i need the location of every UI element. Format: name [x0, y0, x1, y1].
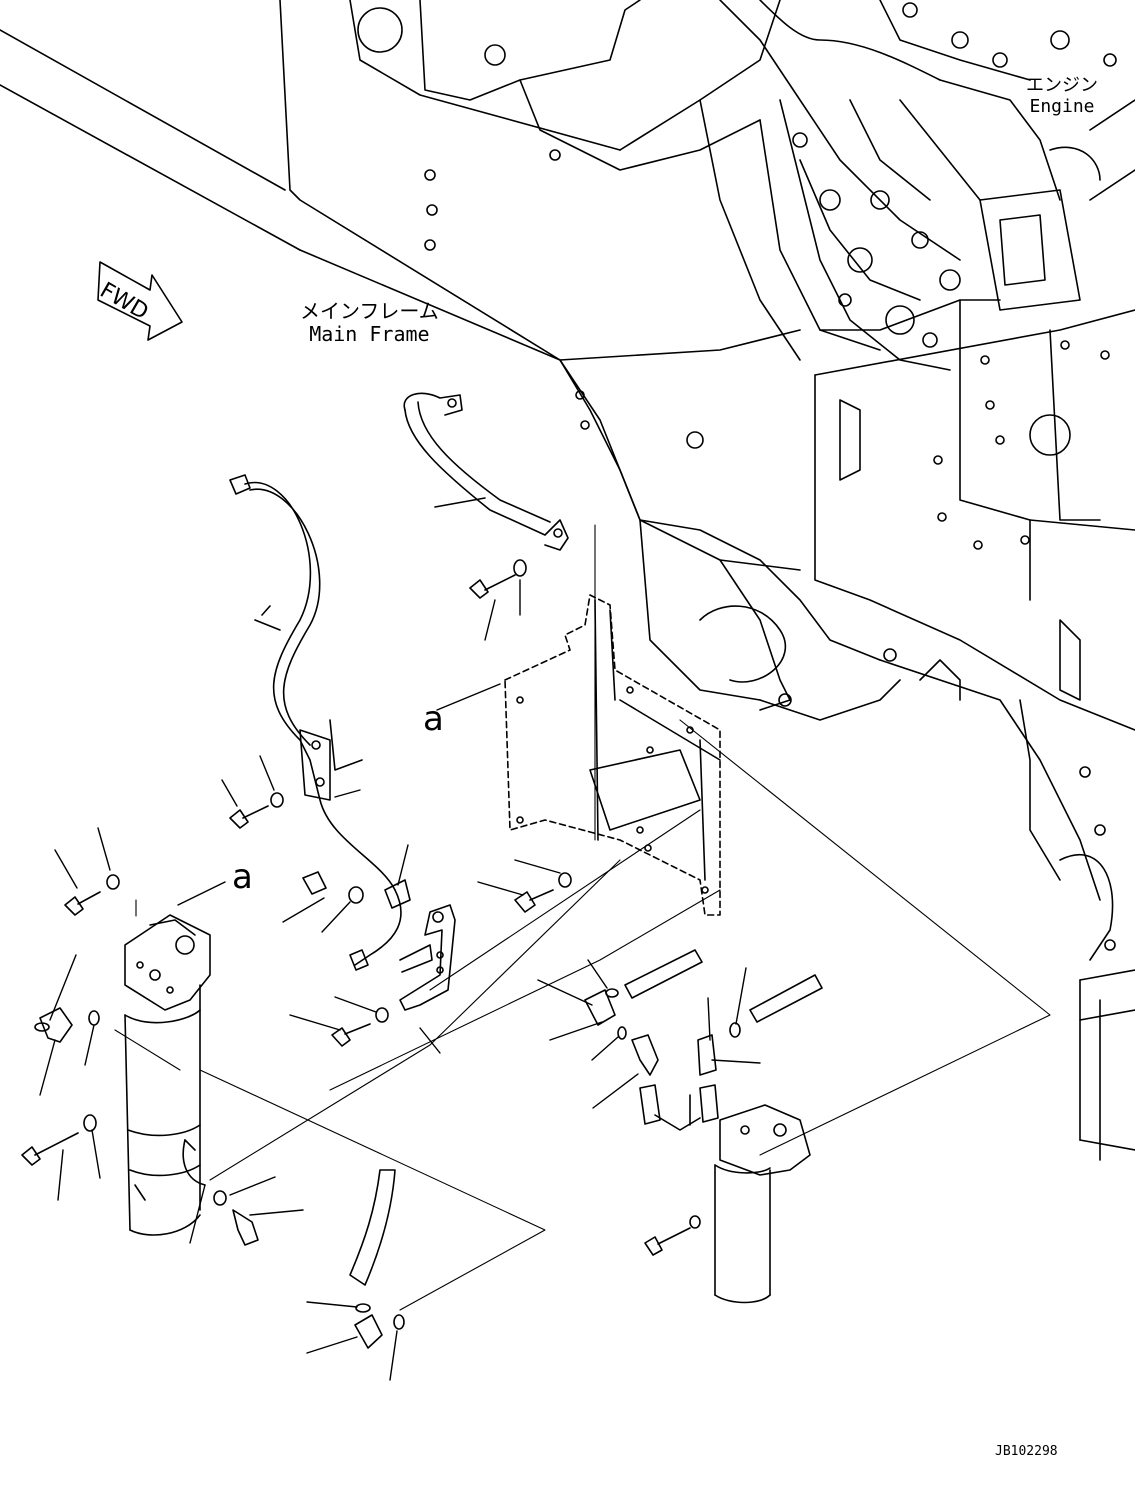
view-a-label-1: a: [423, 699, 444, 739]
drawing-code: JB102298: [995, 1444, 1058, 1459]
engine-label-jp: エンジン: [1026, 75, 1098, 96]
engine-label: エンジン Engine: [1026, 75, 1098, 117]
clamp-bracket: [399, 904, 456, 1011]
frame-holes: [357, 7, 1116, 951]
leader-lines: [39, 579, 761, 1381]
main-frame-outline: [0, 0, 1135, 1161]
wiring-harness: [229, 474, 411, 971]
main-frame-label-en: Main Frame: [309, 322, 430, 346]
right-filter-assembly: [639, 1084, 811, 1304]
view-a-label-2: a: [232, 857, 253, 897]
main-frame-label: メインフレーム Main Frame: [300, 300, 439, 346]
engine-label-en: Engine: [1029, 95, 1095, 117]
fwd-arrow: [97, 261, 183, 341]
left-filter-assembly: [124, 914, 211, 1236]
engine-outline: [719, 0, 1135, 371]
main-frame-label-jp: メインフレーム: [300, 299, 439, 323]
assembly-reference-lines: [114, 524, 1051, 1311]
tube-bracket-pipe: [403, 392, 569, 551]
fittings-and-hardware: [21, 559, 823, 1349]
